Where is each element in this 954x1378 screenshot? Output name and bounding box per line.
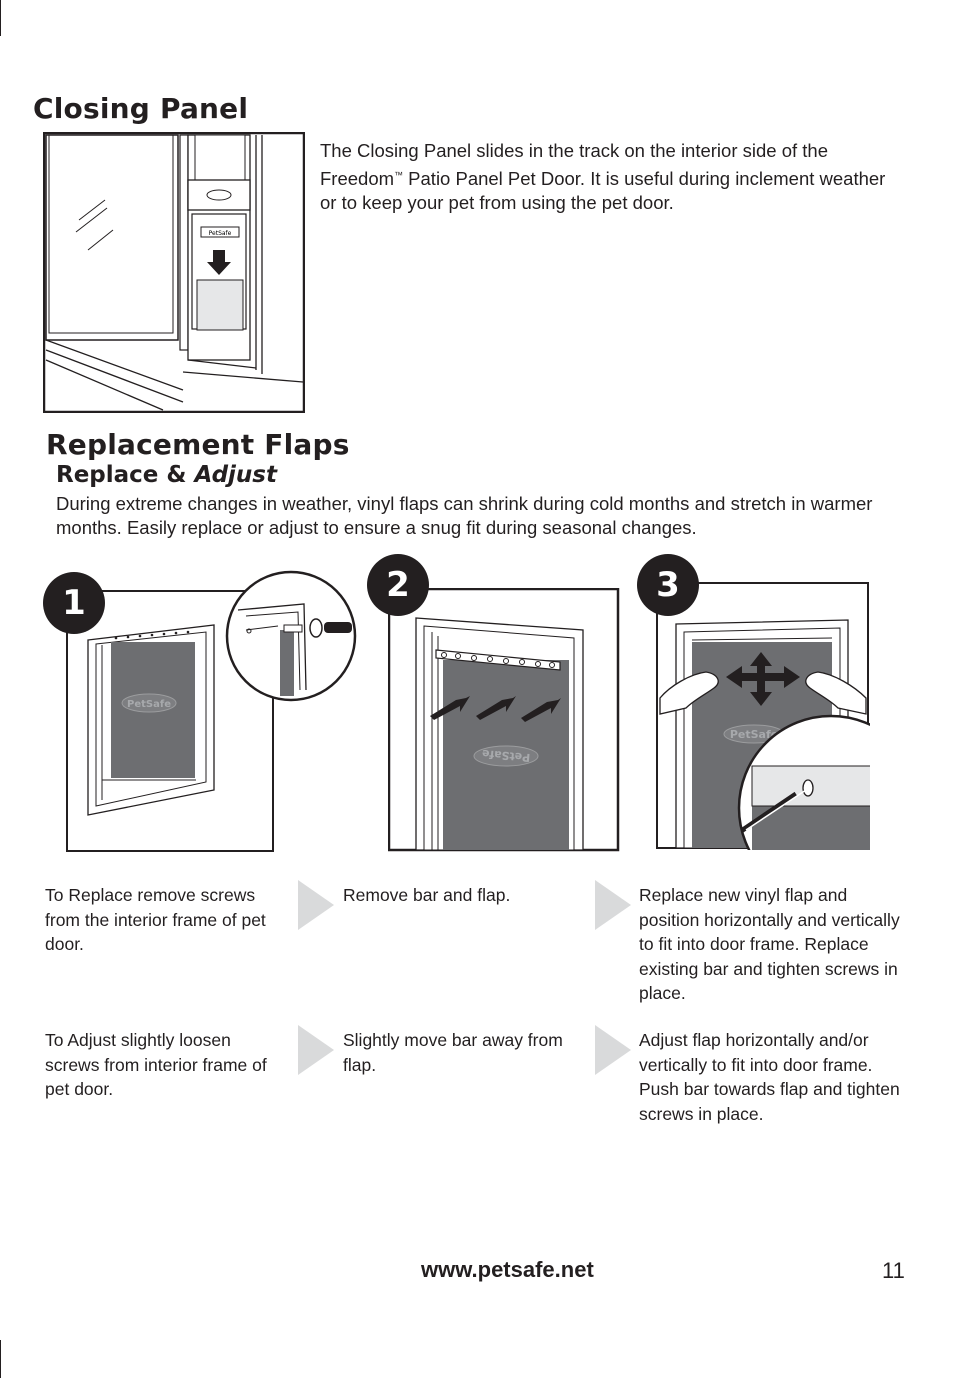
subheading-plain: Replace &: [56, 462, 195, 488]
closing-panel-text-1: The Closing Panel slides in the track on…: [320, 140, 829, 190]
adjust-step-3-text: Adjust flap horizontally and/or vertical…: [639, 1030, 900, 1124]
step-3-badge: 3: [637, 554, 699, 616]
crop-mark-top: [0, 0, 1, 36]
replace-step-2-text: Remove bar and flap.: [343, 885, 511, 905]
adjust-step-2-text: Slightly move bar away from flap.: [343, 1030, 563, 1075]
replace-arrow-2-icon: [595, 880, 631, 930]
closing-panel-text-2: Patio Panel Pet Door. It is useful durin…: [320, 168, 886, 214]
adjust-arrow-2-icon: [595, 1025, 631, 1075]
trademark-symbol: ™: [394, 170, 404, 180]
closing-panel-heading: Closing Panel: [33, 92, 249, 125]
step-1-illustration: PetSafe: [66, 570, 357, 852]
step-3-flap-logo: PetSafe: [730, 728, 778, 741]
closing-panel-description: The Closing Panel slides in the track on…: [320, 139, 900, 215]
closing-panel-illustration: PetSafe: [43, 132, 305, 413]
page-number: 11: [882, 1258, 905, 1283]
step-2-flap-logo: PetSafe: [481, 747, 530, 764]
step-2-illustration: PetSafe: [388, 588, 620, 852]
step-3-illustration: PetSafe: [656, 582, 870, 850]
adjust-step-1-text: To Adjust slightly loosen screws from in…: [45, 1030, 267, 1099]
replace-step-3-text: Replace new vinyl flap and position hori…: [639, 885, 900, 1003]
replace-adjust-subheading: Replace & Adjust: [56, 462, 277, 488]
subheading-italic: Adjust: [194, 462, 277, 488]
replace-arrow-1-icon: [298, 880, 334, 930]
adjust-arrow-1-icon: [298, 1025, 334, 1075]
footer-url[interactable]: www.petsafe.net: [421, 1257, 594, 1282]
crop-mark-bottom: [0, 1340, 1, 1378]
step-1-flap-logo: PetSafe: [127, 699, 171, 710]
closing-panel-logo: PetSafe: [209, 230, 232, 237]
replace-step-1-text: To Replace remove screws from the interi…: [45, 885, 266, 954]
replacement-flaps-heading: Replacement Flaps: [46, 428, 350, 461]
step-2-badge: 2: [367, 554, 429, 616]
replacement-flaps-intro: During extreme changes in weather, vinyl…: [56, 493, 873, 538]
step-1-badge: 1: [43, 572, 105, 634]
